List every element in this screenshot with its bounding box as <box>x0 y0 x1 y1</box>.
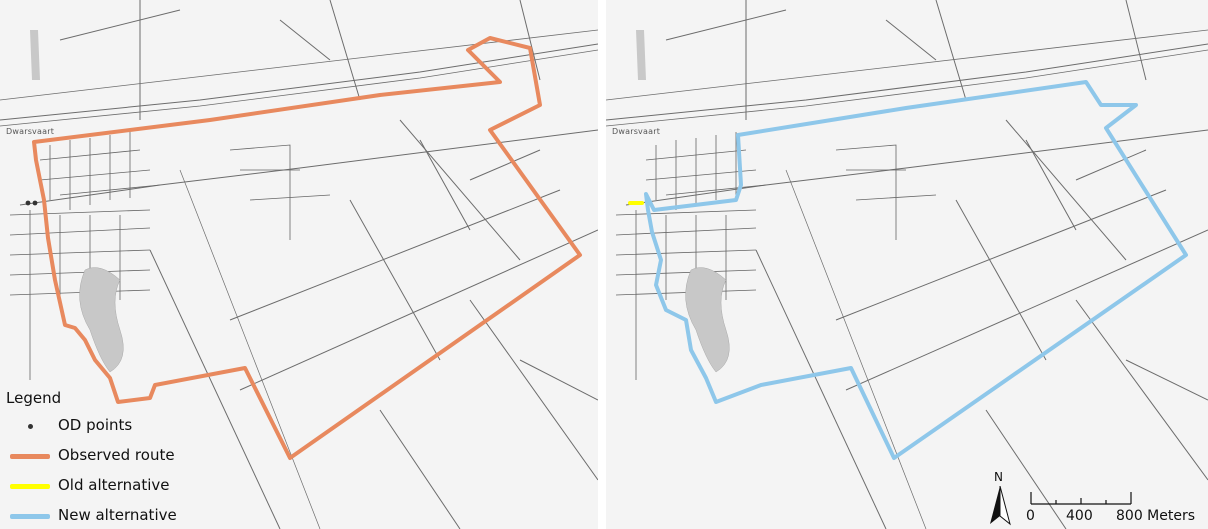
legend-label: New alternative <box>58 506 177 524</box>
legend-item-old-alternative: Old alternative <box>4 474 204 498</box>
legend-item-observed-route: Observed route <box>4 444 204 468</box>
map-panel-right[interactable]: Dwarsvaart <box>606 0 1208 529</box>
town-streets <box>9 132 331 380</box>
water-strip <box>30 30 40 80</box>
north-label: N <box>994 470 1003 484</box>
new-alternative-swatch <box>10 514 50 519</box>
scale-tick-0: 0 <box>1026 508 1035 524</box>
place-label: Dwarsvaart <box>612 127 661 136</box>
legend: Legend OD points Observed route Old alte… <box>4 389 204 529</box>
scale-bar: 0 400 800 Meters <box>1024 488 1208 528</box>
new-alternative-line <box>644 80 1188 460</box>
scale-tick-400: 400 <box>1066 508 1093 524</box>
map-canvas-left <box>0 0 598 529</box>
map-canvas-right <box>606 0 1208 529</box>
legend-item-od-points: OD points <box>4 414 204 438</box>
lake <box>79 267 124 373</box>
town-streets <box>615 132 937 380</box>
road-network <box>0 0 598 529</box>
scale-tick-800: 800 Meters <box>1116 508 1196 524</box>
od-points <box>25 200 38 206</box>
legend-label: Old alternative <box>58 476 170 494</box>
north-arrow-icon <box>990 486 1011 526</box>
od-point-symbol <box>28 424 33 429</box>
observed-route-swatch <box>10 454 50 459</box>
old-alternative-swatch <box>10 484 50 489</box>
legend-item-new-alternative: New alternative <box>4 504 204 528</box>
road-network <box>606 0 1208 529</box>
north-arrow: N <box>988 470 1012 526</box>
map-panel-left[interactable]: Dwarsvaart Legend OD points Observed rou… <box>0 0 598 529</box>
observed-route-line <box>32 36 582 460</box>
place-label: Dwarsvaart <box>6 127 55 136</box>
scale-bar-graphic <box>1030 492 1132 505</box>
legend-title: Legend <box>6 389 62 407</box>
legend-label: Observed route <box>58 446 175 464</box>
legend-label: OD points <box>58 416 133 434</box>
lake <box>685 267 730 373</box>
water-strip <box>636 30 646 80</box>
